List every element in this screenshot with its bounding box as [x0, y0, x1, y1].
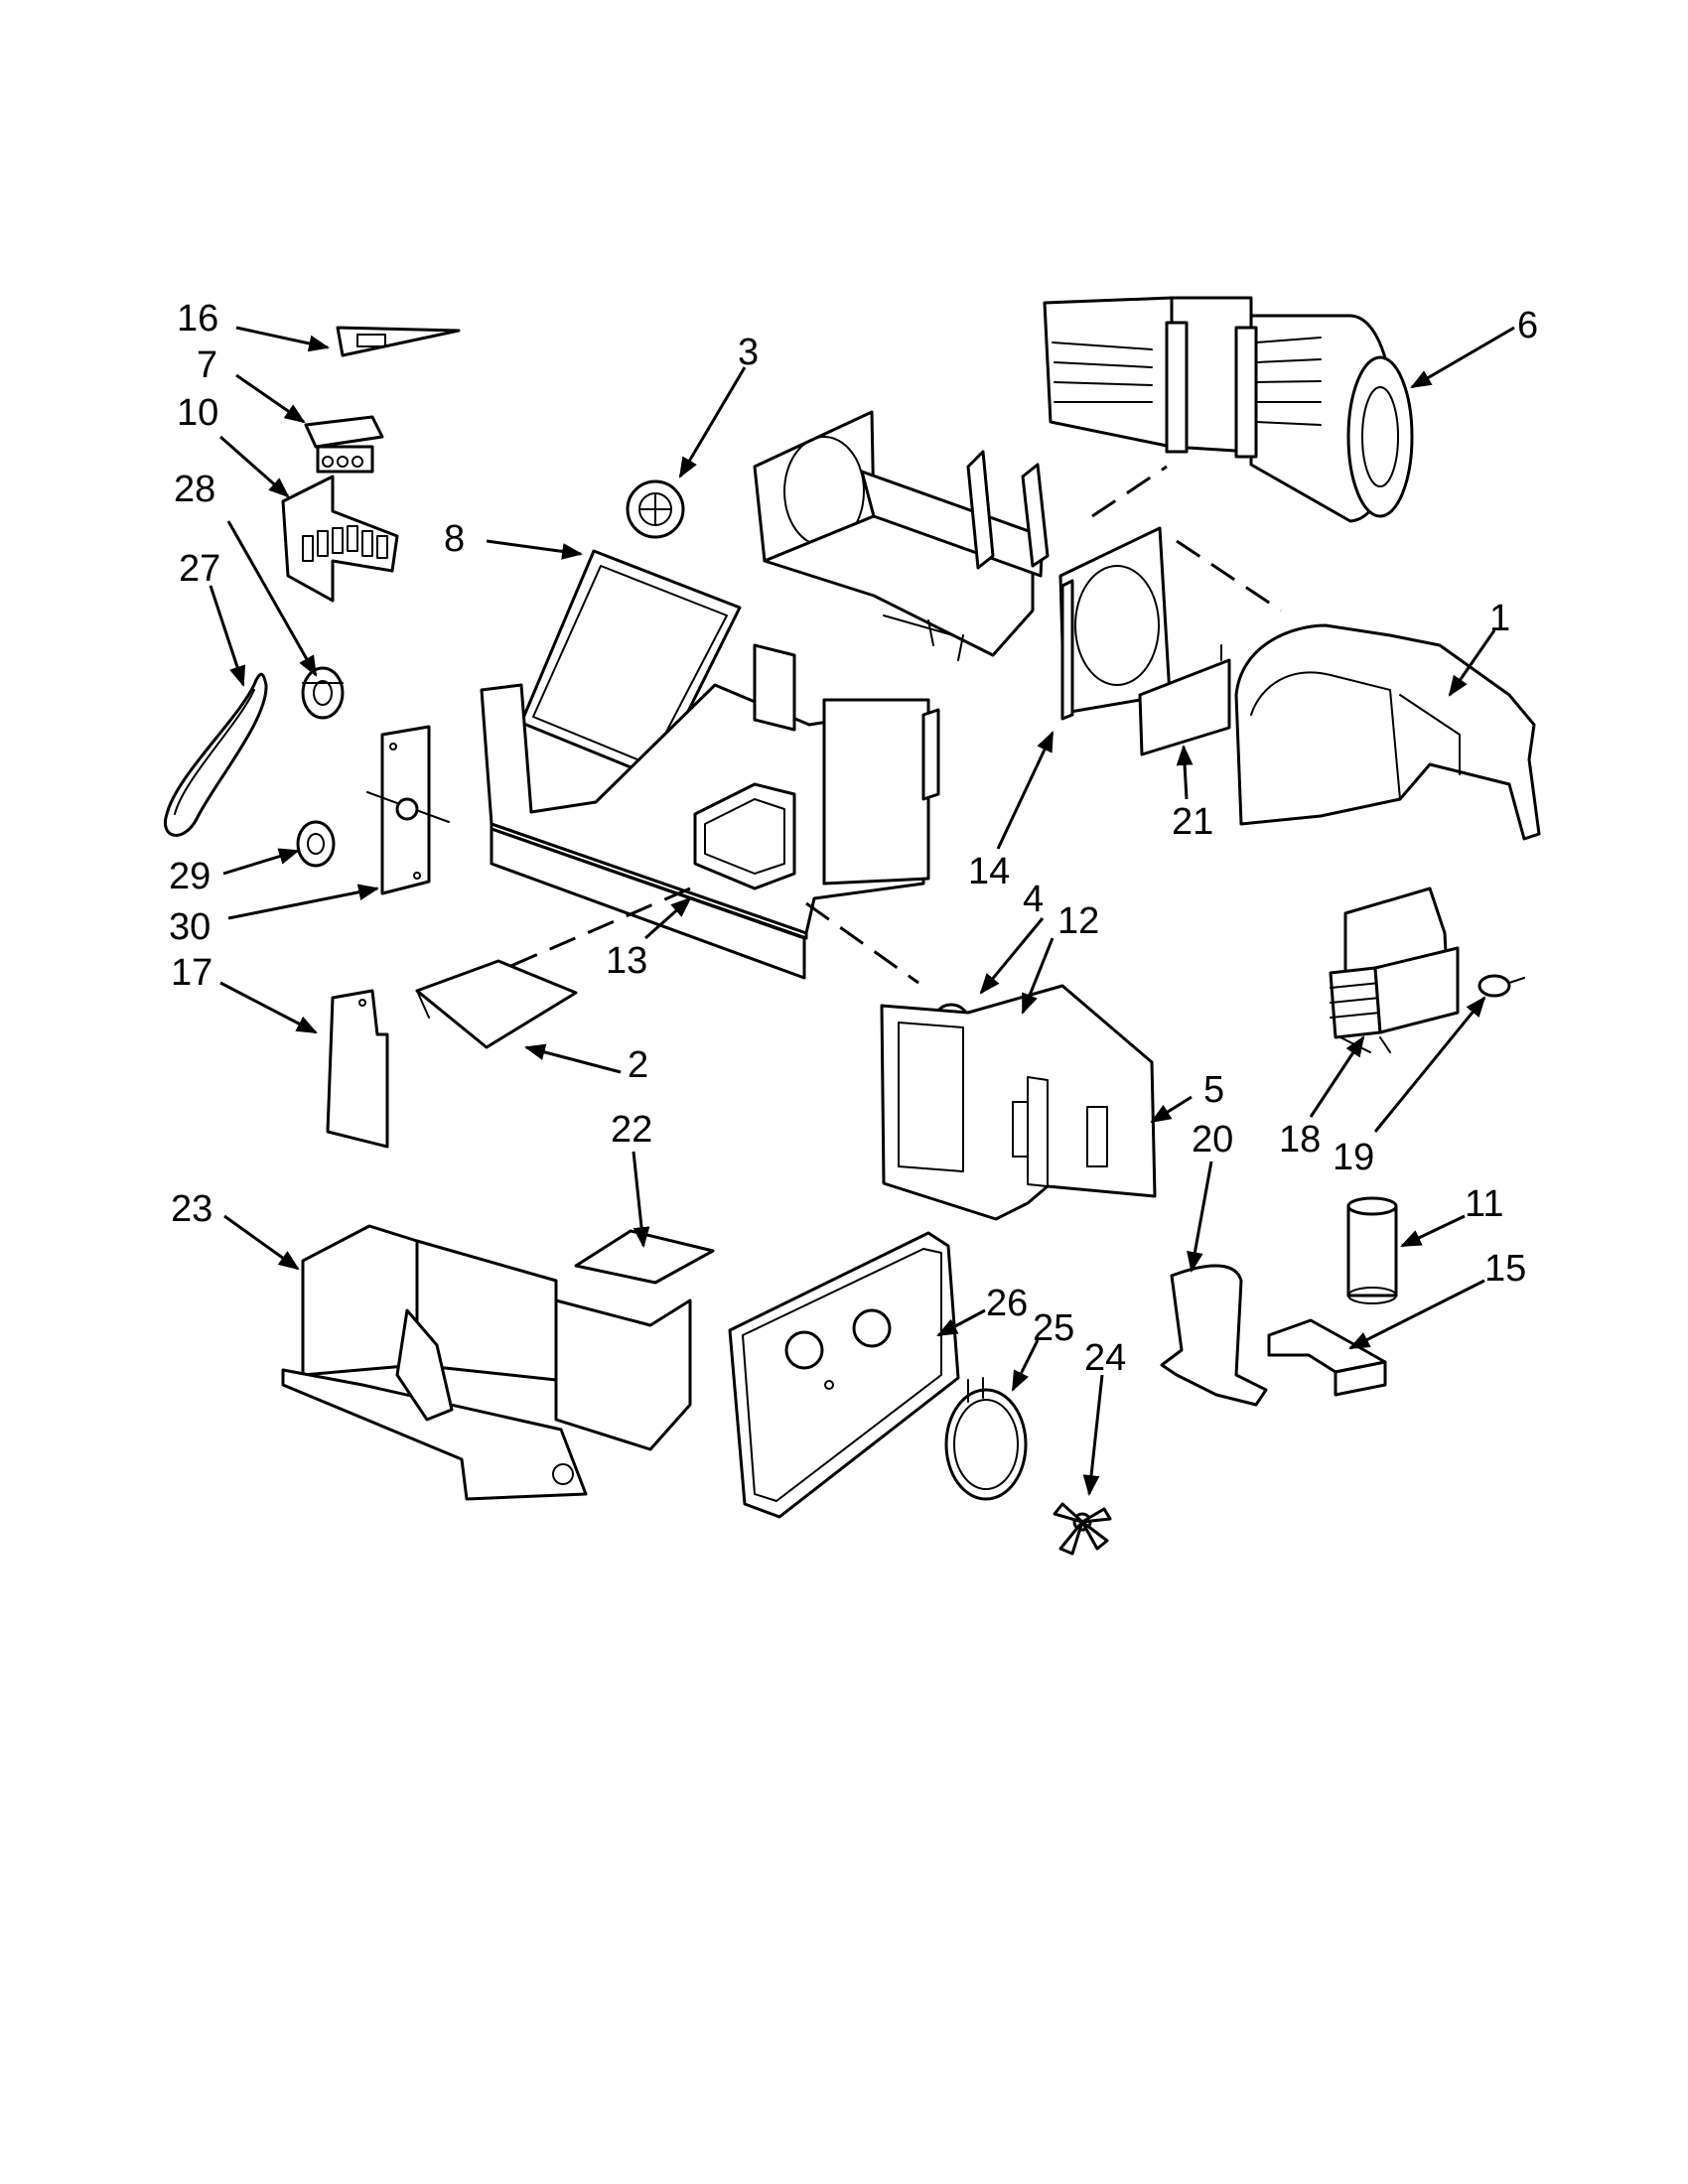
part-1-air-duct: [1234, 623, 1541, 841]
part-11-capacitor: [1346, 1196, 1398, 1304]
part-14-bracket: [1060, 579, 1074, 721]
callout-13: 13: [606, 940, 647, 982]
assembly-line-base-plate: [505, 887, 691, 970]
callout-2: 2: [628, 1044, 648, 1086]
callout-21: 21: [1172, 801, 1213, 843]
part-20-duct-piece: [1160, 1264, 1268, 1407]
callout-14: 14: [968, 851, 1010, 892]
callout-6: 6: [1517, 305, 1538, 346]
part-28-pulley: [301, 666, 345, 720]
assembly-line-6-frame: [1091, 465, 1168, 518]
callout-26: 26: [986, 1283, 1028, 1324]
part-15-capacitor-bracket: [1267, 1318, 1387, 1397]
part-30-motor-plate: [366, 725, 450, 895]
callout-16: 16: [177, 298, 218, 340]
part-19-thermal-cutout: [1477, 974, 1525, 998]
callout-5: 5: [1203, 1069, 1224, 1111]
callout-22: 22: [611, 1109, 652, 1151]
callout-4: 4: [1023, 879, 1044, 920]
callout-30: 30: [169, 906, 211, 948]
part-24-fan-blade: [1053, 1502, 1112, 1556]
part-26-door-frame: [728, 1231, 960, 1519]
part-7-relay: [304, 415, 384, 474]
part-3-fan-ring: [626, 479, 685, 539]
part-18-transformer: [1329, 887, 1460, 1053]
part-13-base-chassis: [480, 643, 940, 980]
part-10-control-board: [281, 475, 399, 603]
part-16-label-plate: [336, 326, 461, 357]
part-25-heating-element: [944, 1377, 1028, 1501]
part-23-air-guide-housing: [281, 1224, 692, 1501]
part-6-blower-assembly: [1043, 296, 1414, 523]
part-21-plate: [1138, 644, 1231, 756]
part-2-cover-plate: [415, 959, 578, 1049]
callout-3: 3: [738, 332, 759, 373]
callout-10: 10: [177, 392, 218, 434]
callout-23: 23: [171, 1188, 212, 1230]
callout-8: 8: [444, 518, 465, 560]
callout-1: 1: [1489, 598, 1510, 639]
callout-24: 24: [1084, 1337, 1126, 1379]
leader-lines: [209, 326, 1515, 1497]
callout-17: 17: [171, 952, 212, 994]
callout-18: 18: [1279, 1119, 1321, 1160]
part-22-plate: [574, 1229, 715, 1285]
callout-29: 29: [169, 856, 211, 897]
part-29-pulley: [296, 820, 336, 868]
assembly-line-base-lamp: [805, 901, 919, 985]
callout-15: 15: [1484, 1248, 1526, 1290]
callout-27: 27: [179, 548, 220, 590]
part-17-bracket: [326, 989, 389, 1149]
top-air-guide-frame: [753, 410, 1172, 715]
callout-25: 25: [1033, 1307, 1074, 1349]
callout-7: 7: [197, 344, 217, 386]
callout-20: 20: [1192, 1119, 1233, 1160]
part-27-belt: [164, 672, 268, 837]
assembly-line-frame-duct: [1176, 539, 1282, 613]
callout-28: 28: [174, 469, 215, 510]
callout-11: 11: [1465, 1183, 1503, 1225]
callout-19: 19: [1333, 1137, 1374, 1178]
callout-12: 12: [1057, 900, 1099, 942]
part-5-cavity-panel: [880, 984, 1157, 1221]
